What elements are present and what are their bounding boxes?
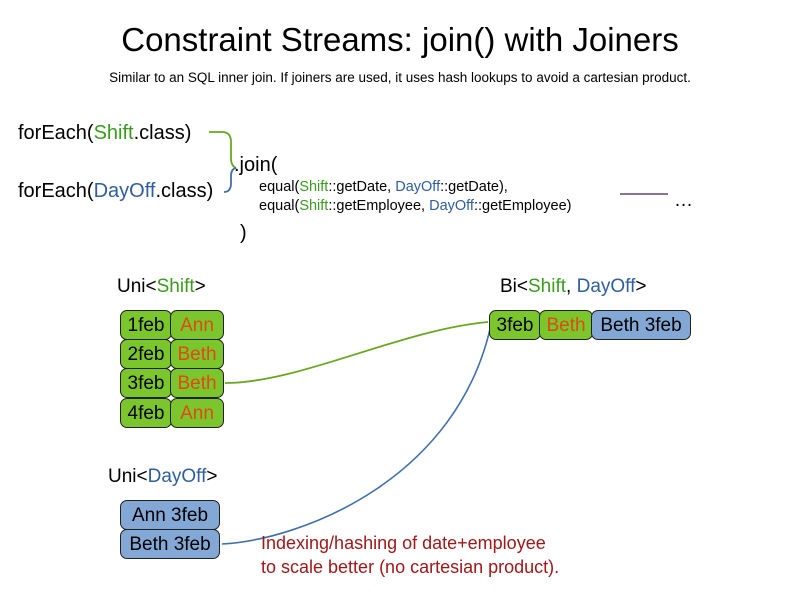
code-equal-2-right-type: DayOff xyxy=(429,198,474,214)
label-uni-dayoff: Uni<DayOff> xyxy=(108,465,218,489)
code-equal-1-left-method: ::getDate xyxy=(328,179,388,195)
code-token-dayoff: DayOff xyxy=(93,180,156,202)
label-uni-shift: Uni<Shift> xyxy=(117,275,206,299)
label-bi-type-b: DayOff xyxy=(576,276,636,297)
code-foreach-dayoff: forEach(DayOff.class) xyxy=(18,178,213,204)
code-equal-1-suffix: ), xyxy=(498,179,508,195)
bi-row-dayoff: Beth 3feb xyxy=(591,310,691,340)
code-join-close: ) xyxy=(240,222,247,244)
uni-shift-row-0-date: 1feb xyxy=(120,310,172,340)
code-equal-1-left-type: Shift xyxy=(299,179,329,195)
code-equal-1-right-method: ::getDate xyxy=(440,179,499,195)
uni-shift-row-2-employee: Beth xyxy=(170,368,224,398)
label-bi-suffix: > xyxy=(635,276,647,297)
uni-shift-row-3-employee: Ann xyxy=(170,398,224,428)
label-uni-dayoff-suffix: > xyxy=(206,466,218,487)
code-equal-2-separator: , xyxy=(421,198,430,214)
code-equal-1-right-type: DayOff xyxy=(395,179,441,195)
code-ellipsis: … xyxy=(674,190,693,211)
page-subtitle: Similar to an SQL inner join. If joiners… xyxy=(109,70,691,85)
annotation-line-1: Indexing/hashing of date+employee xyxy=(261,533,546,553)
code-join-open: .join( xyxy=(234,154,278,176)
code-equal-line-1: equal(Shift::getDate, DayOff::getDate), xyxy=(259,178,508,197)
code-equal-1-prefix: equal( xyxy=(259,179,300,195)
label-uni-shift-prefix: Uni< xyxy=(117,276,157,297)
uni-shift-row-1-employee: Beth xyxy=(170,339,224,369)
label-bi-prefix: Bi< xyxy=(500,276,528,297)
uni-dayoff-row-0: Ann 3feb xyxy=(120,500,220,530)
label-uni-shift-suffix: > xyxy=(194,276,206,297)
label-bi-separator: , xyxy=(566,276,577,297)
code-foreach-dayoff-prefix: forEach( xyxy=(18,180,94,202)
code-equal-2-left-type: Shift xyxy=(299,198,329,214)
annotation-line-2: to scale better (no cartesian product). xyxy=(261,557,560,577)
label-bi-stream: Bi<Shift, DayOff> xyxy=(500,275,646,299)
code-equal-2-left-method: ::getEmployee xyxy=(328,198,422,214)
uni-shift-row-0-employee: Ann xyxy=(170,310,224,340)
uni-dayoff-row-1: Beth 3feb xyxy=(120,529,220,559)
label-uni-dayoff-prefix: Uni< xyxy=(108,466,148,487)
page-title: Constraint Streams: join() with Joiners xyxy=(121,21,679,58)
uni-shift-row-1-date: 2feb xyxy=(120,339,172,369)
code-equal-2-suffix: ) xyxy=(566,198,572,214)
annotation-note: Indexing/hashing of date+employee to sca… xyxy=(261,531,559,579)
bi-row-date: 3feb xyxy=(489,310,541,340)
code-foreach-shift-suffix: .class) xyxy=(133,122,192,144)
code-foreach-shift-prefix: forEach( xyxy=(18,122,94,144)
code-foreach-shift: forEach(Shift.class) xyxy=(18,120,191,146)
code-foreach-dayoff-suffix: .class) xyxy=(155,180,214,202)
uni-shift-row-2-date: 3feb xyxy=(120,368,172,398)
uni-shift-row-3-date: 4feb xyxy=(120,398,172,428)
label-bi-type-a: Shift xyxy=(528,276,567,297)
code-equal-2-prefix: equal( xyxy=(259,198,300,214)
code-equal-2-right-method: ::getEmployee xyxy=(473,198,567,214)
label-uni-shift-type: Shift xyxy=(156,276,195,297)
code-equal-1-separator: , xyxy=(387,179,396,195)
bi-row-employee: Beth xyxy=(539,310,593,340)
code-equal-line-2: equal(Shift::getEmployee, DayOff::getEmp… xyxy=(259,197,572,216)
code-token-shift: Shift xyxy=(93,122,134,144)
label-uni-dayoff-type: DayOff xyxy=(147,466,207,487)
